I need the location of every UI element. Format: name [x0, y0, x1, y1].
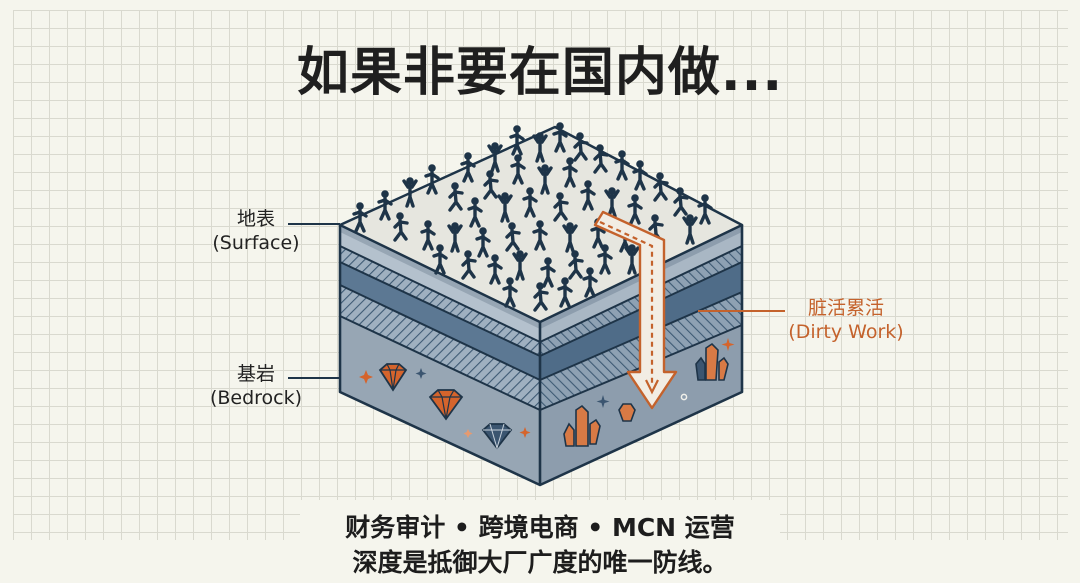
caption-line-1: 财务审计 • 跨境电商 • MCN 运营: [345, 513, 735, 542]
dirty-work-label: 脏活累活 (Dirty Work): [778, 296, 914, 344]
caption-backdrop: [300, 500, 780, 583]
surface-label-zh: 地表: [236, 208, 275, 230]
crystal-icons: [563, 338, 735, 447]
caption-line-2: 深度是抵御大厂广度的唯一防线。: [352, 548, 728, 577]
bedrock-label-en: (Bedrock): [209, 387, 303, 409]
dirty-work-arrow-icon: [593, 210, 678, 410]
page-title: 如果非要在国内做...: [296, 43, 784, 103]
gem-icons: [359, 363, 531, 450]
dirty-work-label-en: (Dirty Work): [788, 321, 904, 343]
surface-label-en: (Surface): [212, 232, 300, 254]
surface-label: 地表 (Surface): [200, 207, 312, 255]
left-face: [339, 225, 541, 485]
dirty-work-label-zh: 脏活累活: [807, 297, 884, 319]
block-outline: [338, 225, 744, 487]
bedrock-label: 基岩 (Bedrock): [200, 362, 312, 410]
bedrock-label-zh: 基岩: [236, 363, 275, 385]
